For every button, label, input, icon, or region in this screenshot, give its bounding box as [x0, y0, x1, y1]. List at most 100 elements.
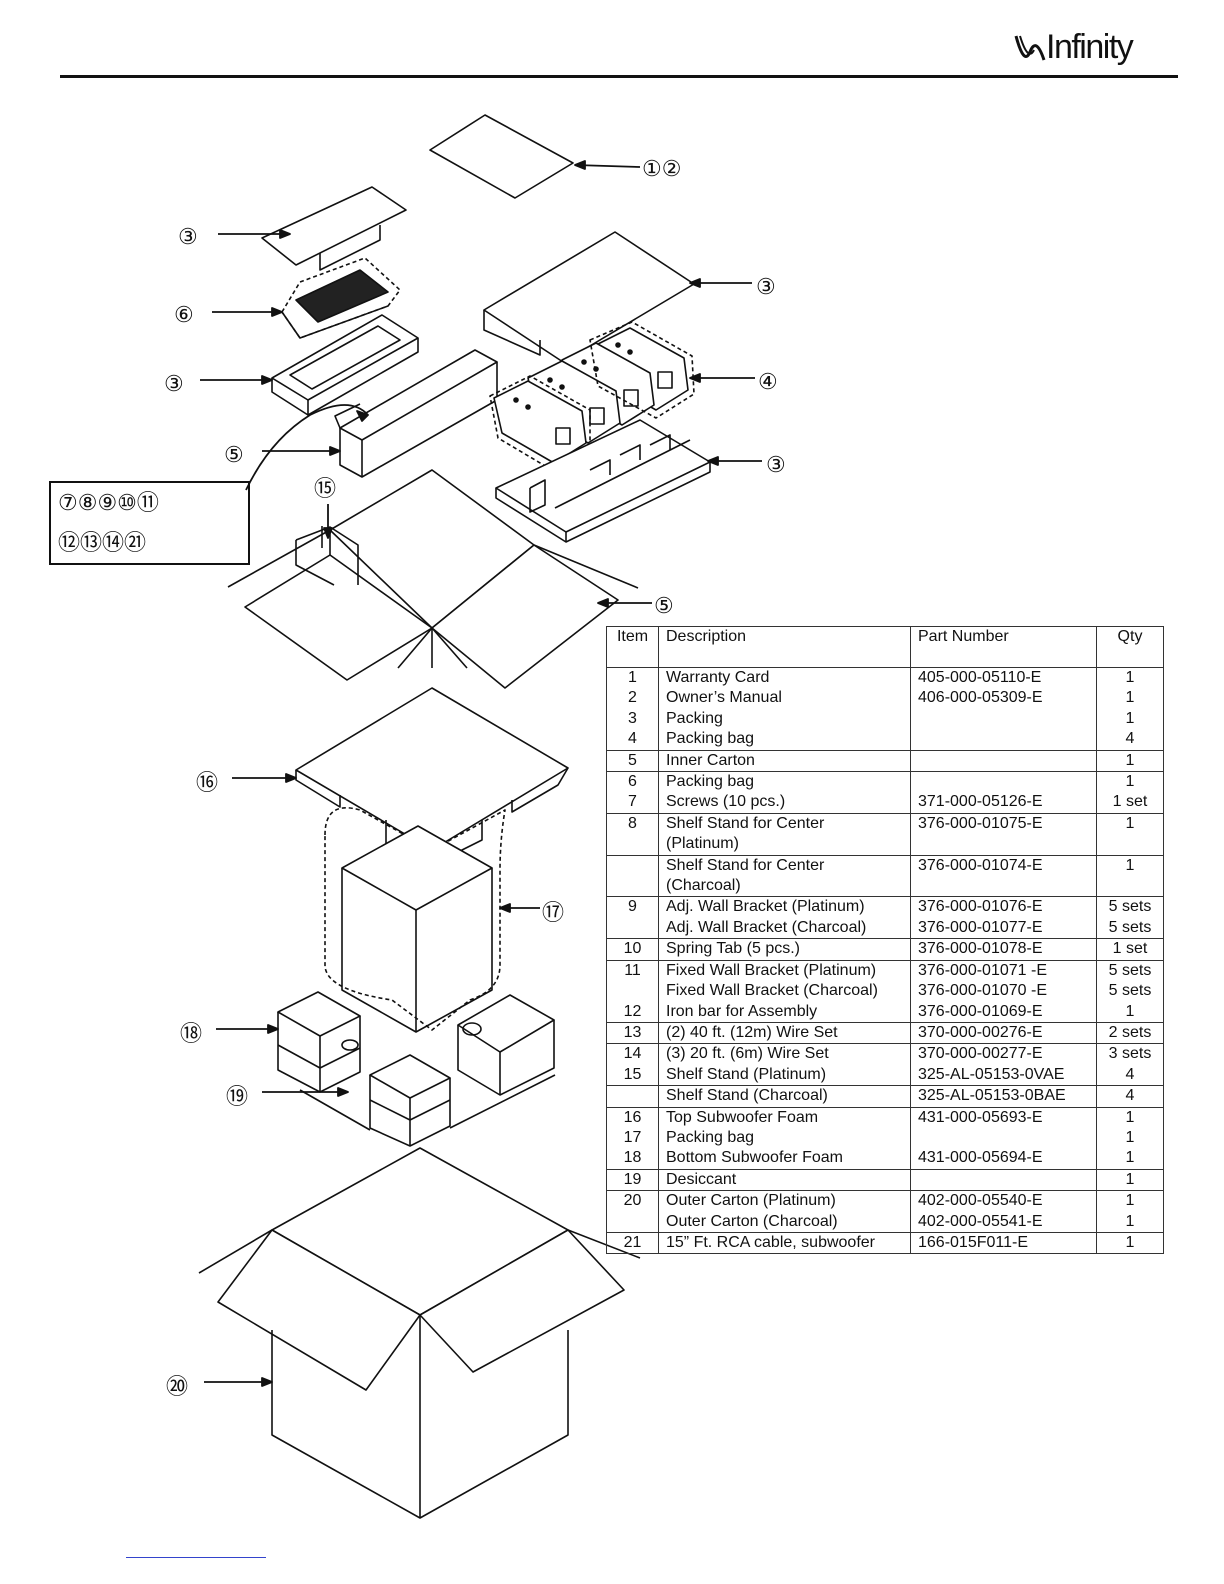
- cell-qty: 1: [1096, 1001, 1164, 1023]
- cell-description: Shelf Stand (Platinum): [658, 1064, 911, 1086]
- cell-qty: 4: [1096, 1085, 1164, 1108]
- cell-qty: 5 sets: [1096, 917, 1164, 939]
- cell-description: Packing bag: [658, 771, 911, 793]
- cell-description: (Platinum): [658, 834, 911, 856]
- table-row: (Charcoal): [606, 876, 1164, 897]
- cell-item: 9: [606, 896, 659, 918]
- callout-4: ④: [758, 370, 778, 395]
- cell-qty: 5 sets: [1096, 896, 1164, 918]
- cell-item: 18: [606, 1148, 659, 1170]
- cell-description: Spring Tab (5 pcs.): [658, 938, 911, 961]
- callout-19: ⑲: [226, 1085, 248, 1110]
- cell-qty: 1: [1096, 1190, 1164, 1212]
- parts-table: Item Description Part Number Qty 1 Warran…: [606, 626, 1164, 1255]
- cell-item: 4: [606, 729, 659, 751]
- desiccant-block: [299, 1054, 556, 1147]
- callout-3-top-left: ③: [178, 225, 198, 250]
- packing-lid-left: [261, 186, 407, 271]
- cell-part-number: 371-000-05126-E: [910, 792, 1097, 814]
- cell-part-number: [910, 708, 1097, 730]
- cell-item: [606, 1085, 659, 1108]
- cell-part-number: [910, 834, 1097, 856]
- cell-qty: [1096, 834, 1164, 856]
- cell-qty: 1: [1096, 1168, 1164, 1191]
- cell-description: Shelf Stand (Charcoal): [658, 1085, 911, 1108]
- cell-qty: 2 sets: [1096, 1021, 1164, 1044]
- cell-part-number: [910, 876, 1097, 897]
- cell-item: 13: [606, 1021, 659, 1044]
- cell-part-number: 376-000-01070 -E: [910, 981, 1097, 1002]
- cell-description: Packing bag: [658, 1127, 911, 1149]
- callout-3-lid-right: ③: [756, 275, 776, 300]
- accessories-callout-box: [49, 481, 250, 565]
- cell-qty: 1: [1096, 1211, 1164, 1233]
- cell-description: Screws (10 pcs.): [658, 792, 911, 814]
- cell-item: 14: [606, 1043, 659, 1065]
- logo-wordmark: Infinity: [1046, 28, 1134, 66]
- cell-item: 2: [606, 688, 659, 709]
- cell-qty: 1 set: [1096, 792, 1164, 814]
- cell-description: Fixed Wall Bracket (Platinum): [658, 959, 911, 982]
- cell-item: 16: [606, 1106, 659, 1128]
- callout-18: ⑱: [180, 1022, 202, 1047]
- cell-item: [606, 917, 659, 939]
- cell-qty: 4: [1096, 729, 1164, 751]
- cell-item: 21: [606, 1231, 659, 1255]
- leader-arrows: [200, 160, 762, 1387]
- cell-part-number: [910, 1127, 1097, 1149]
- cell-qty: 1: [1096, 854, 1164, 877]
- cell-description: Shelf Stand for Center: [658, 812, 911, 835]
- cell-qty: [1096, 876, 1164, 897]
- cell-description: Warranty Card: [658, 667, 911, 689]
- cell-item: 10: [606, 938, 659, 961]
- packing-lid-right: [483, 231, 695, 363]
- cell-qty: 1: [1096, 749, 1164, 772]
- cell-item: [606, 854, 659, 877]
- cell-description: Iron bar for Assembly: [658, 1001, 911, 1023]
- callout-5-insert: ⑤: [224, 443, 244, 468]
- cell-item: 15: [606, 1064, 659, 1086]
- cell-part-number: 406-000-05309-E: [910, 688, 1097, 709]
- cell-item: 6: [606, 771, 659, 793]
- cell-part-number: 376-000-01071 -E: [910, 959, 1097, 982]
- cell-description: (3) 20 ft. (6m) Wire Set: [658, 1043, 911, 1065]
- cell-description: Bottom Subwoofer Foam: [658, 1148, 911, 1170]
- cell-description: (Charcoal): [658, 876, 911, 897]
- cell-part-number: 376-000-01074-E: [910, 854, 1097, 877]
- cell-qty: 1: [1096, 1127, 1164, 1149]
- cell-item: 7: [606, 792, 659, 814]
- cell-item: 20: [606, 1190, 659, 1212]
- cell-qty: 1: [1096, 667, 1164, 689]
- cell-qty: 1: [1096, 688, 1164, 709]
- cell-description: Top Subwoofer Foam: [658, 1106, 911, 1128]
- inner-carton-open: [227, 469, 639, 689]
- parts-table-header: Item Description Part Number Qty: [606, 626, 1164, 668]
- cell-item: 8: [606, 812, 659, 835]
- header-qty: Qty: [1096, 626, 1164, 668]
- infinity-logo-mark-icon: [1014, 35, 1046, 61]
- cell-qty: 1: [1096, 1231, 1164, 1255]
- cell-qty: 1: [1096, 1106, 1164, 1128]
- bottom-subwoofer-foam: [277, 991, 555, 1096]
- cell-item: [606, 1211, 659, 1233]
- cell-description: Adj. Wall Bracket (Charcoal): [658, 917, 911, 939]
- cell-part-number: 405-000-05110-E: [910, 667, 1097, 689]
- callout-20: ⑳: [166, 1375, 188, 1400]
- cell-part-number: 431-000-05694-E: [910, 1148, 1097, 1170]
- cell-qty: 1: [1096, 771, 1164, 793]
- cell-item: [606, 876, 659, 897]
